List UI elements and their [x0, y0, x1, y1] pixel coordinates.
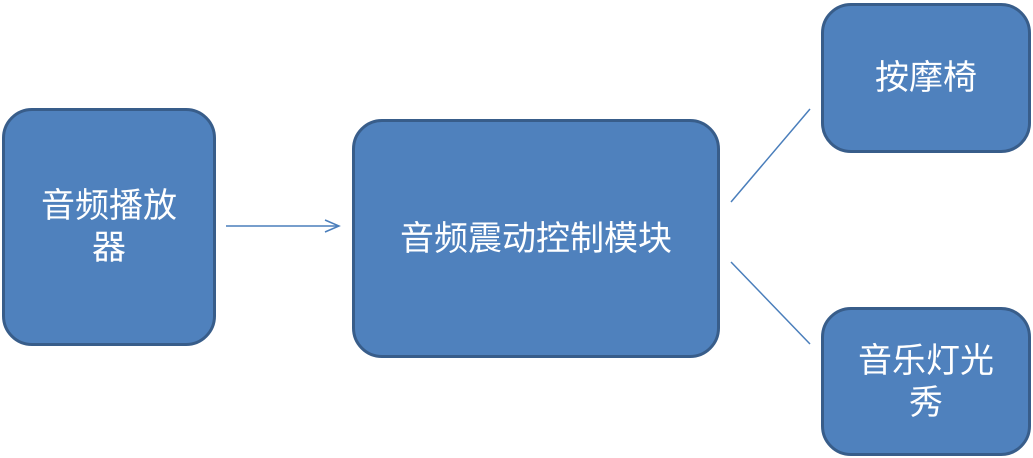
- edge-module-to-chair: [730, 108, 811, 203]
- node-music-light-show-label: 音乐灯光秀: [858, 340, 994, 423]
- node-massage-chair: 按摩椅: [821, 3, 1031, 153]
- node-audio-player-label: 音频播放器: [41, 186, 177, 268]
- edge-module-to-light: [730, 261, 811, 345]
- node-massage-chair-label: 按摩椅: [875, 58, 977, 98]
- node-audio-vibration-module: 音频震动控制模块: [352, 119, 720, 358]
- arrowhead-module: [324, 219, 341, 233]
- node-music-light-show: 音乐灯光秀: [821, 307, 1031, 456]
- node-audio-vibration-module-label: 音频震动控制模块: [400, 218, 672, 259]
- node-audio-player: 音频播放器: [2, 108, 216, 346]
